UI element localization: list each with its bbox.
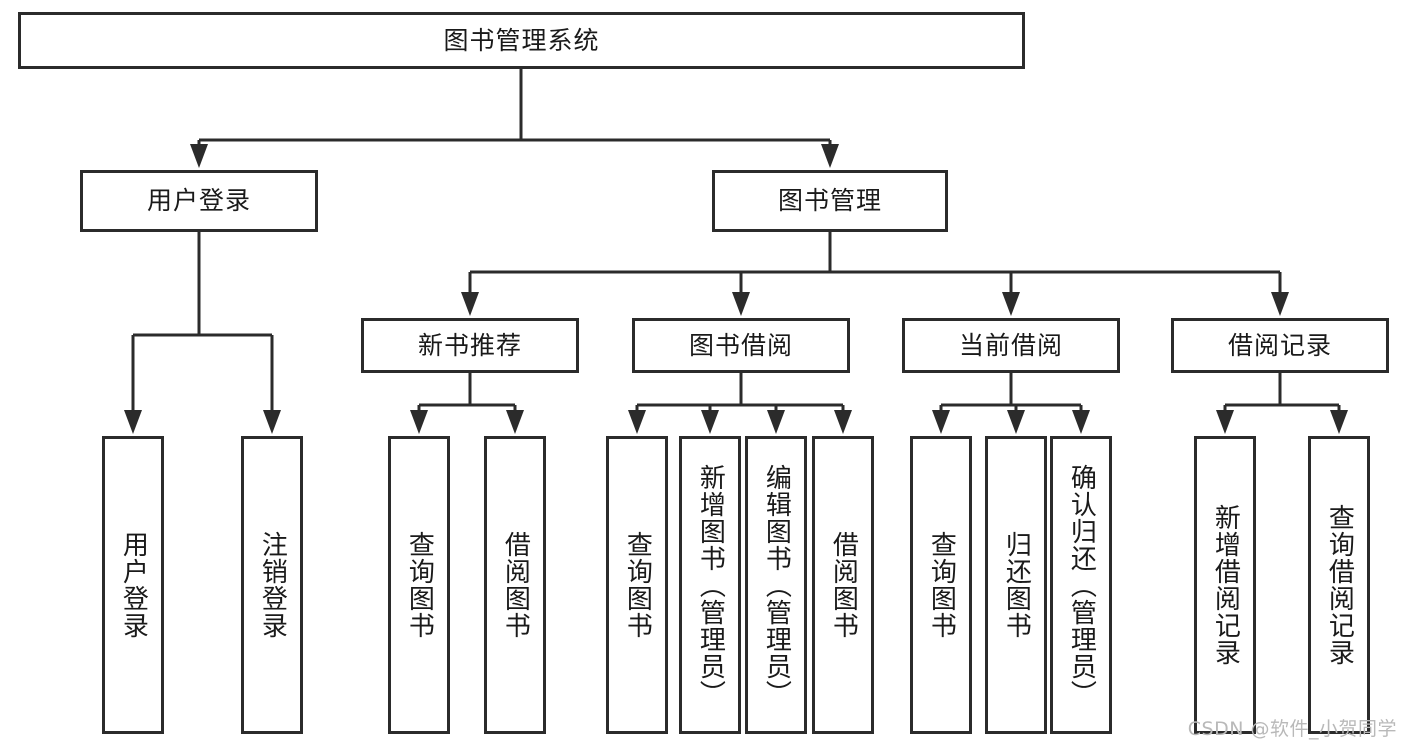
node-label-query-borrow-record: 查询借阅记录 — [1324, 504, 1355, 666]
connector-borrow-c4 — [834, 405, 852, 434]
arrowhead — [1007, 410, 1025, 434]
node-borrow-record[interactable]: 借阅记录 — [1171, 318, 1389, 373]
node-query-book-3[interactable]: 查询图书 — [910, 436, 972, 734]
node-query-borrow-record[interactable]: 查询借阅记录 — [1308, 436, 1370, 734]
node-label-user-login-leaf: 用户登录 — [118, 531, 149, 639]
node-query-book-2[interactable]: 查询图书 — [606, 436, 668, 734]
node-user-login[interactable]: 用户登录 — [80, 170, 318, 232]
node-book-management[interactable]: 图书管理 — [712, 170, 948, 232]
node-label-confirm-return-admin: 确认归还（管理员） — [1066, 463, 1097, 707]
node-label-query-book-2: 查询图书 — [622, 531, 653, 639]
connector-record-c2 — [1330, 405, 1348, 434]
node-label-root: 图书管理系统 — [443, 25, 600, 55]
arrowhead — [506, 410, 524, 434]
node-borrow-book-1[interactable]: 借阅图书 — [484, 436, 546, 734]
connector-current-c3 — [1072, 405, 1090, 434]
node-label-query-book-3: 查询图书 — [926, 531, 957, 639]
connector-bm-child-4 — [1271, 272, 1289, 316]
connector-user-login-child-1 — [124, 335, 142, 434]
connector-bm-child-2 — [732, 272, 750, 316]
node-label-borrow-book-1: 借阅图书 — [500, 531, 531, 639]
connector-recommend-c1 — [410, 405, 428, 434]
connector-user-login-child-2 — [263, 335, 281, 434]
node-label-user-logout-leaf: 注销登录 — [257, 531, 288, 639]
node-add-borrow-record[interactable]: 新增借阅记录 — [1194, 436, 1256, 734]
connector-current-c1 — [932, 405, 950, 434]
node-label-edit-book-admin: 编辑图书（管理员） — [761, 463, 792, 707]
arrowhead — [263, 410, 281, 434]
arrowhead — [732, 292, 750, 316]
node-label-borrow-book-2: 借阅图书 — [828, 531, 859, 639]
node-borrow-book-2[interactable]: 借阅图书 — [812, 436, 874, 734]
node-add-book-admin[interactable]: 新增图书（管理员） — [679, 436, 741, 734]
arrowhead — [767, 410, 785, 434]
connector-bus-to-book-management — [821, 140, 839, 168]
arrowhead — [1002, 292, 1020, 316]
node-user-logout-leaf[interactable]: 注销登录 — [241, 436, 303, 734]
node-root[interactable]: 图书管理系统 — [18, 12, 1025, 69]
connector-record-c1 — [1216, 405, 1234, 434]
arrowhead — [1216, 410, 1234, 434]
node-new-book-recommend[interactable]: 新书推荐 — [361, 318, 579, 373]
node-label-book-borrow: 图书借阅 — [688, 330, 793, 360]
connector-recommend-c2 — [506, 405, 524, 434]
arrowhead — [410, 410, 428, 434]
arrowhead — [701, 410, 719, 434]
connector-borrow-c1 — [628, 405, 646, 434]
node-label-new-book-recommend: 新书推荐 — [417, 330, 522, 360]
node-label-book-management: 图书管理 — [777, 186, 882, 216]
arrowhead — [1330, 410, 1348, 434]
arrowhead — [821, 144, 839, 168]
watermark-text: CSDN @软件_小贺同学 — [1187, 718, 1397, 740]
node-label-current-borrow: 当前借阅 — [958, 330, 1063, 360]
arrowhead — [190, 144, 208, 168]
node-label-add-book-admin: 新增图书（管理员） — [695, 463, 726, 707]
node-label-borrow-record: 借阅记录 — [1227, 330, 1332, 360]
node-query-book-1[interactable]: 查询图书 — [388, 436, 450, 734]
node-user-login-leaf[interactable]: 用户登录 — [102, 436, 164, 734]
connector-borrow-c2 — [701, 405, 719, 434]
arrowhead — [628, 410, 646, 434]
arrowhead — [1271, 292, 1289, 316]
node-return-book[interactable]: 归还图书 — [985, 436, 1047, 734]
node-confirm-return-admin[interactable]: 确认归还（管理员） — [1050, 436, 1112, 734]
arrowhead — [1072, 410, 1090, 434]
node-label-query-book-1: 查询图书 — [404, 531, 435, 639]
arrowhead — [834, 410, 852, 434]
arrowhead — [461, 292, 479, 316]
node-book-borrow[interactable]: 图书借阅 — [632, 318, 850, 373]
node-label-return-book: 归还图书 — [1001, 531, 1032, 639]
node-current-borrow[interactable]: 当前借阅 — [902, 318, 1120, 373]
connector-borrow-c3 — [767, 405, 785, 434]
node-label-add-borrow-record: 新增借阅记录 — [1210, 504, 1241, 666]
node-edit-book-admin[interactable]: 编辑图书（管理员） — [745, 436, 807, 734]
arrowhead — [932, 410, 950, 434]
arrowhead — [124, 410, 142, 434]
connector-current-c2 — [1007, 405, 1025, 434]
connector-bus-to-user-login — [190, 140, 208, 168]
node-label-user-login: 用户登录 — [146, 186, 251, 216]
connector-bm-child-3 — [1002, 272, 1020, 316]
connector-bm-child-1 — [461, 272, 479, 316]
